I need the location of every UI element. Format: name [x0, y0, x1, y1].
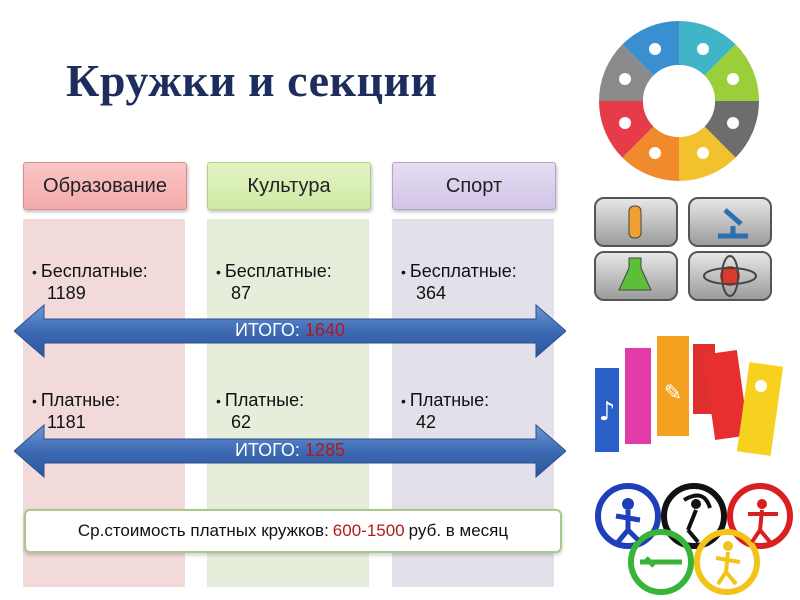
sport-rings-image: [595, 483, 793, 595]
free-total-value: 1640: [304, 320, 345, 340]
total-label: ИТОГО:: [235, 320, 300, 340]
culture-paid-count: 62: [231, 412, 252, 432]
sport-free-count: 364: [416, 283, 447, 303]
free-label: Бесплатные:: [40, 261, 148, 281]
education-free-count: 1189: [47, 283, 86, 303]
activities-wheel-image: [599, 20, 759, 182]
culture-free-count: 87: [231, 283, 252, 303]
free-label: Бесплатные:: [224, 261, 332, 281]
paid-total-text: ИТОГО: 1285: [14, 440, 566, 461]
paid-total-value: 1285: [304, 440, 345, 460]
paid-total-arrow: ИТОГО: 1285: [13, 423, 567, 479]
svg-text:✎: ✎: [664, 381, 682, 406]
sport-paid-item: •Платные: 42: [401, 390, 490, 432]
free-total-arrow: ИТОГО: 1640: [13, 303, 567, 359]
column-header-education: Образование: [23, 162, 187, 210]
column-header-culture: Культура: [207, 162, 371, 210]
paid-label: Платные:: [224, 390, 305, 410]
free-total-text: ИТОГО: 1640: [14, 320, 566, 341]
science-icons-image: [594, 197, 772, 301]
education-paid-item: •Платные: 1181: [32, 390, 121, 432]
cost-suffix: руб. в месяц: [408, 521, 509, 540]
total-label: ИТОГО:: [235, 440, 300, 460]
free-label: Бесплатные:: [409, 261, 517, 281]
culture-paid-item: •Платные: 62: [216, 390, 305, 432]
sport-paid-count: 42: [416, 412, 437, 432]
column-header-sport: Спорт: [392, 162, 556, 210]
education-free-item: •Бесплатные: 1189: [32, 261, 148, 303]
sport-free-item: •Бесплатные: 364: [401, 261, 517, 303]
arts-stripes-image: ♪ ✎: [595, 336, 783, 456]
paid-label: Платные:: [409, 390, 490, 410]
page-title: Кружки и секции: [66, 55, 438, 106]
culture-free-item: •Бесплатные: 87: [216, 261, 332, 303]
average-cost-box: Ср.стоимость платных кружков: 600-1500 р…: [24, 509, 562, 553]
cost-prefix: Ср.стоимость платных кружков:: [77, 521, 329, 540]
paid-label: Платные:: [40, 390, 121, 410]
cost-range: 600-1500: [332, 521, 405, 540]
education-paid-count: 1181: [47, 412, 86, 432]
svg-text:♪: ♪: [599, 397, 616, 427]
